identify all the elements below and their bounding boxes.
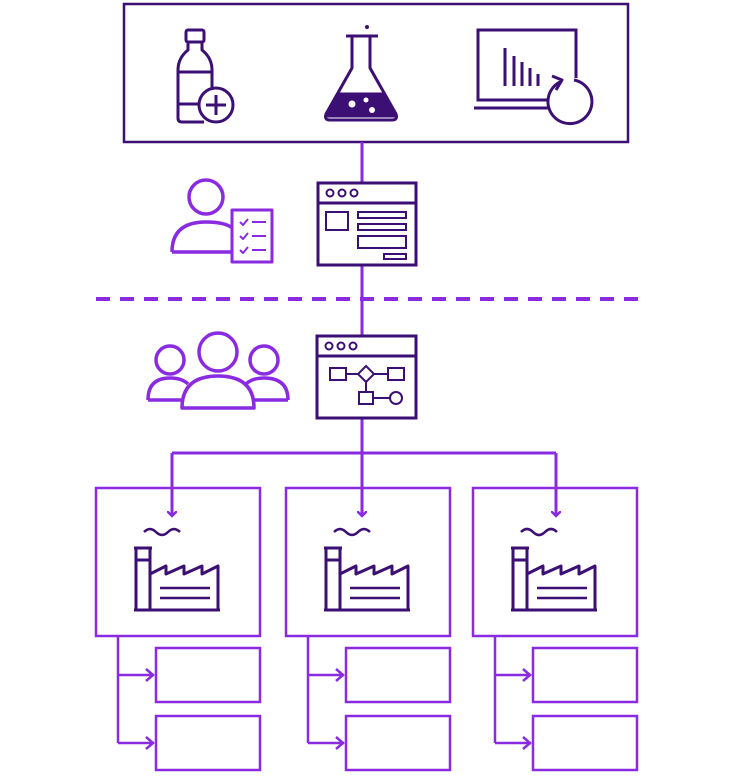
site-panel xyxy=(94,486,262,772)
sites-layer xyxy=(94,486,639,772)
sub-box xyxy=(154,714,262,772)
sub-box xyxy=(344,646,452,704)
sub-connector xyxy=(493,636,532,750)
sub-box xyxy=(531,714,639,772)
top-panel xyxy=(122,2,630,144)
sub-connector xyxy=(306,636,345,750)
browser-form-icon xyxy=(316,181,418,267)
sub-box xyxy=(531,646,639,704)
flask-icon xyxy=(324,25,398,122)
sub-box xyxy=(344,714,452,772)
site-panel xyxy=(284,486,452,772)
user-checklist-icon xyxy=(170,178,274,264)
site-panel xyxy=(471,486,639,772)
branch-connectors xyxy=(172,451,556,516)
site-box xyxy=(471,486,639,638)
team-icon xyxy=(146,331,290,410)
factory-icon xyxy=(134,527,220,612)
site-box xyxy=(94,486,262,638)
factory-icon xyxy=(511,527,597,612)
monitor-chart-refresh-icon xyxy=(474,28,594,126)
sub-box xyxy=(154,646,262,704)
sub-connector xyxy=(116,636,155,750)
browser-flowchart-icon xyxy=(315,334,418,420)
factory-icon xyxy=(324,527,410,612)
site-box xyxy=(284,486,452,638)
bottle-plus-icon xyxy=(176,28,235,124)
